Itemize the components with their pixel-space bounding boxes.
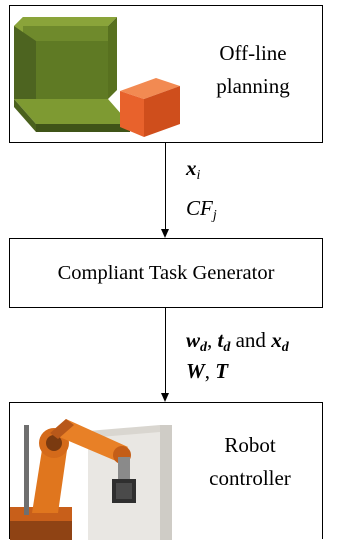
offline-planning-label: Off-line planning bbox=[216, 41, 290, 98]
robot-upper-arm-shade bbox=[50, 419, 74, 439]
cube-top bbox=[120, 78, 180, 99]
robot-cable bbox=[24, 425, 29, 515]
cube-front bbox=[120, 91, 144, 137]
label-wd-td-xd: wd, td and xd bbox=[186, 328, 289, 355]
l-block-back-right-face bbox=[108, 17, 117, 99]
l-block-inner-corner bbox=[36, 41, 108, 99]
robot-wrist bbox=[118, 457, 130, 479]
planning-blocks-image bbox=[14, 17, 180, 137]
robot-image bbox=[10, 419, 172, 540]
wall-top-edge bbox=[88, 425, 172, 437]
wall-right-side bbox=[160, 425, 172, 540]
label-cf-j: CFj bbox=[186, 196, 217, 223]
l-block-floor bbox=[14, 99, 130, 124]
label-W-T: W, T bbox=[186, 359, 229, 383]
compliant-task-generator-label: Compliant Task Generator bbox=[57, 262, 275, 284]
robot-controller-block: Robot controller bbox=[9, 402, 323, 540]
l-block-inner-side bbox=[14, 26, 36, 99]
cube-side bbox=[144, 86, 180, 137]
l-block-front-edge bbox=[36, 124, 130, 132]
robot-controller-label: Robot controller bbox=[209, 433, 291, 490]
l-block-top-back bbox=[14, 17, 117, 26]
l-block-left-edge bbox=[14, 99, 36, 132]
robot-base-dark bbox=[10, 521, 72, 540]
compliant-task-generator-block: Compliant Task Generator bbox=[9, 238, 323, 308]
label-x-i: xi bbox=[186, 156, 201, 183]
robot-tool-face bbox=[116, 483, 132, 499]
offline-planning-block: Off-line planning bbox=[9, 5, 323, 143]
robot-upper-arm bbox=[50, 419, 128, 461]
